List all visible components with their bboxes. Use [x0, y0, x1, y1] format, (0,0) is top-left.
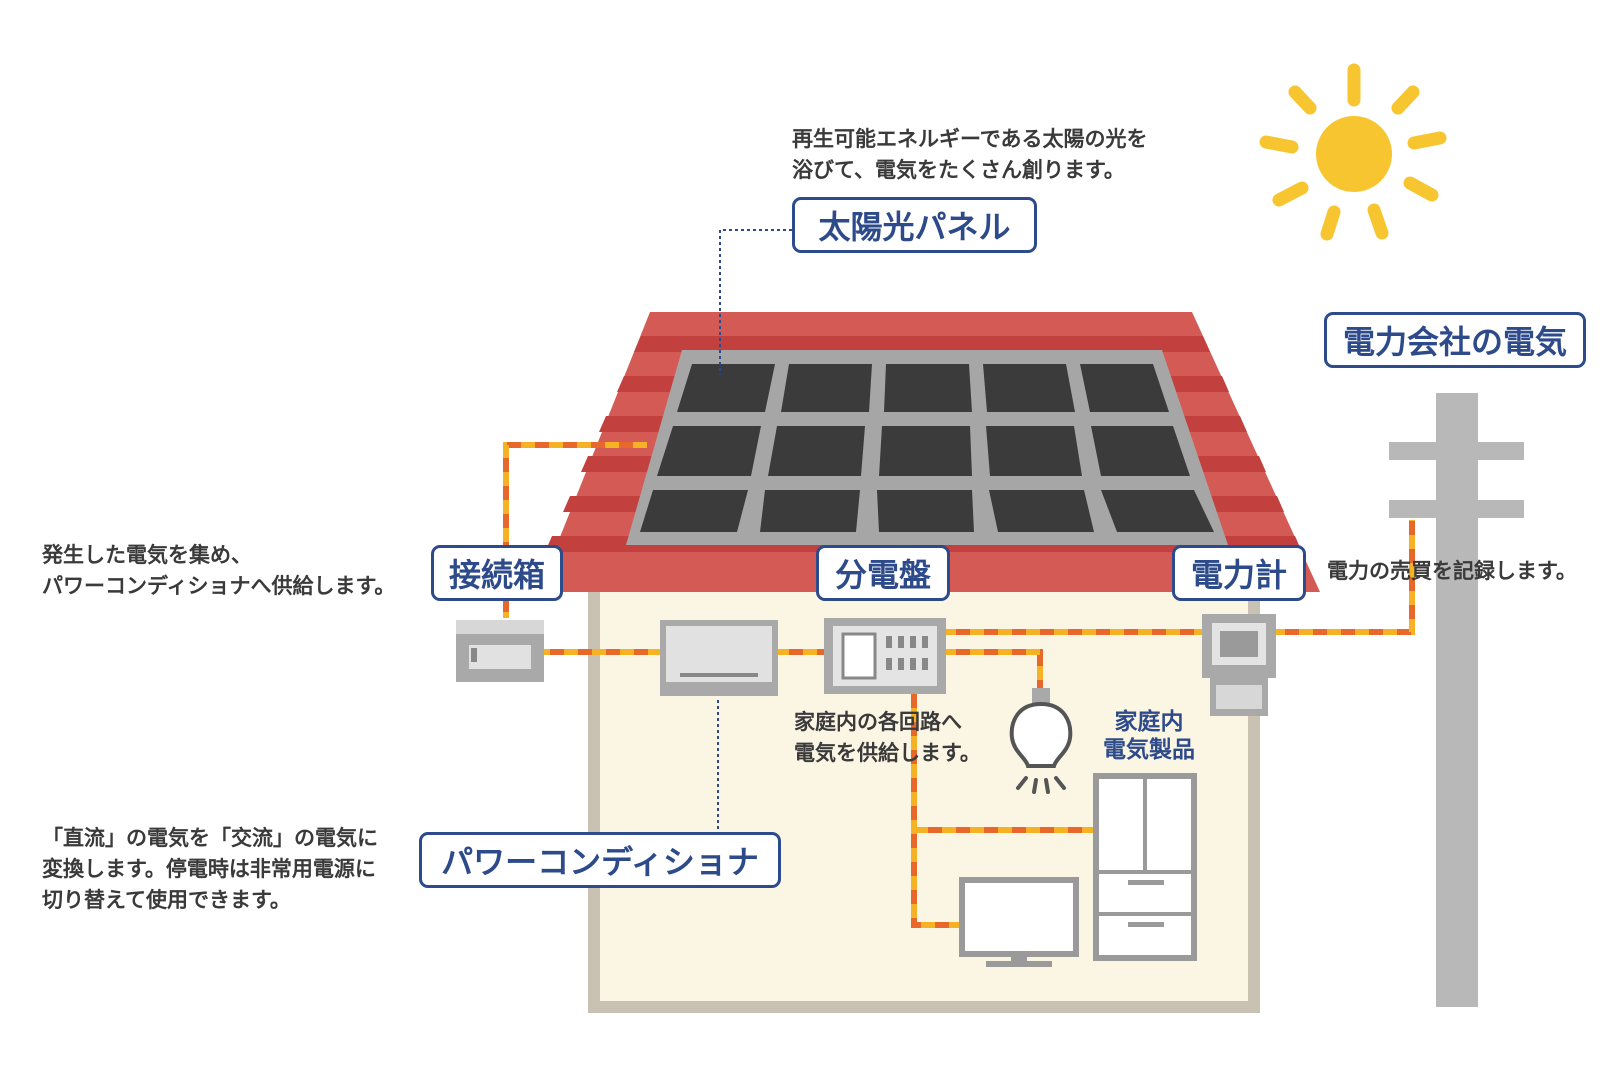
distribution-board-description: 家庭内の各回路へ 電気を供給します。 — [794, 707, 981, 769]
power-conditioner-label: パワーコンディショナ — [419, 832, 781, 888]
power-meter-description: 電力の売買を記録します。 — [1327, 559, 1577, 583]
sun-icon — [1259, 63, 1447, 241]
junction-box-label: 接続箱 — [431, 545, 563, 601]
power-conditioner-description: 「直流」の電気を「交流」の電気に 変換します。停電時は非常用電源に 切り替えて使… — [42, 823, 378, 916]
distribution-board-desc-line-1: 家庭内の各回路へ — [794, 710, 962, 734]
solar-panel-description: 再生可能エネルギーである太陽の光を 浴びて、電気をたくさん創ります。 — [792, 124, 1148, 186]
junction-box-description: 発生した電気を集め、 パワーコンディショナへ供給します。 — [42, 540, 395, 602]
home-appliances-label: 家庭内 電気製品 — [1086, 708, 1212, 764]
utility-pole-icon — [1389, 393, 1524, 1007]
power-conditioner-desc-line-2: 変換します。停電時は非常用電源に — [42, 857, 376, 881]
home-appliances-line-1: 家庭内 — [1114, 709, 1184, 735]
distribution-board-label: 分電盤 — [816, 545, 950, 601]
solar-panel-desc-line-1: 再生可能エネルギーである太陽の光を — [792, 127, 1148, 151]
power-conditioner-desc-line-1: 「直流」の電気を「交流」の電気に — [42, 826, 378, 850]
junction-box-desc-line-2: パワーコンディショナへ供給します。 — [42, 574, 396, 598]
distribution-board-icon — [824, 618, 946, 694]
power-meter-label: 電力計 — [1172, 545, 1306, 601]
home-appliances-line-2: 電気製品 — [1103, 737, 1195, 763]
power-meter-icon — [1202, 614, 1276, 716]
light-bulb-icon — [1009, 688, 1073, 794]
distribution-board-desc-line-2: 電気を供給します。 — [794, 741, 981, 765]
junction-box-desc-line-1: 発生した電気を集め、 — [42, 543, 252, 567]
power-company-label: 電力会社の電気 — [1324, 312, 1586, 368]
monitor-icon — [959, 877, 1079, 967]
refrigerator-icon — [1093, 773, 1197, 961]
power-conditioner-desc-line-3: 切り替えて使用できます。 — [42, 888, 291, 912]
power-conditioner-icon — [660, 620, 778, 696]
solar-panel-desc-line-2: 浴びて、電気をたくさん創ります。 — [792, 158, 1125, 182]
solar-panel-icon — [626, 350, 1228, 545]
solar-panel-label: 太陽光パネル — [792, 197, 1037, 253]
leader-lines — [717, 229, 792, 832]
junction-box-icon — [456, 620, 544, 682]
